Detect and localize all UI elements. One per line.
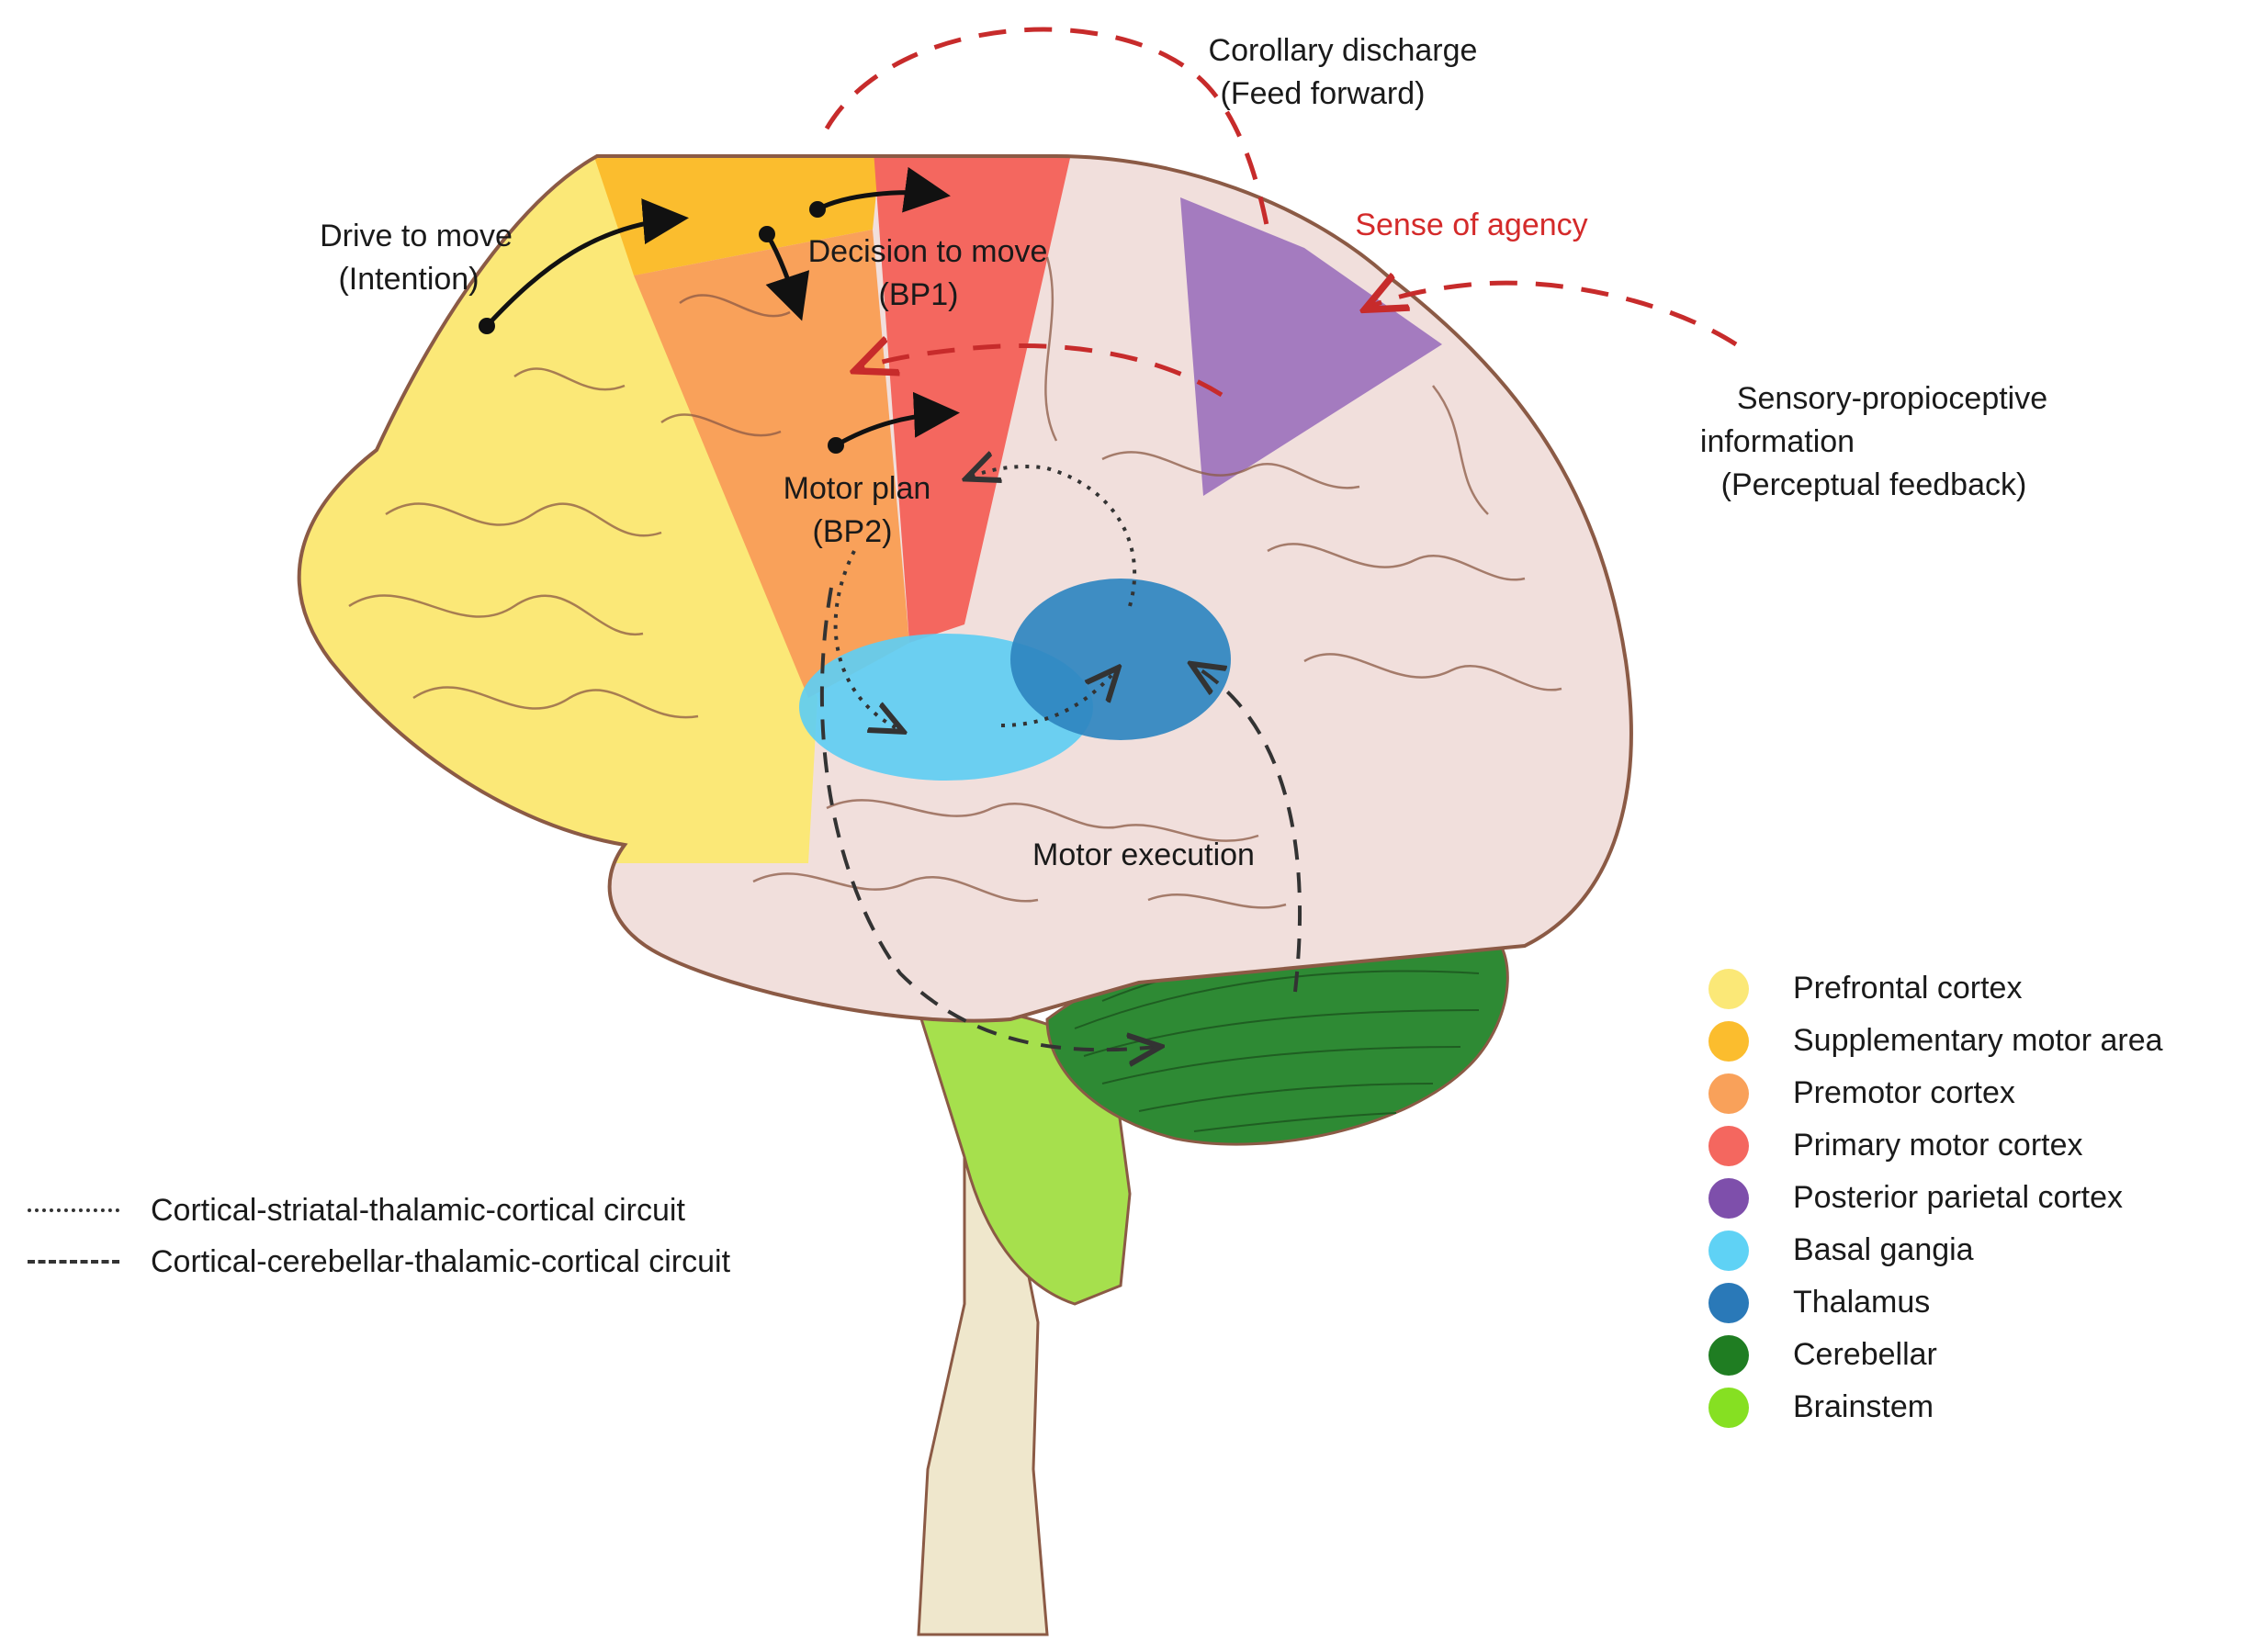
legend-swatch <box>1708 1282 1749 1323</box>
premotor-region <box>634 230 909 698</box>
legend-swatch <box>1708 1334 1749 1376</box>
legend-item: Thalamus <box>1708 1276 2223 1329</box>
legend-label: Cerebellar <box>1793 1337 1937 1372</box>
thalamus-region <box>1010 579 1231 740</box>
legend-item: Premotor cortex <box>1708 1067 2223 1119</box>
legend-item: Primary motor cortex <box>1708 1119 2223 1172</box>
legend-swatch <box>1708 1177 1749 1219</box>
legend-label: Posterior parietal cortex <box>1793 1180 2124 1215</box>
legend-item: Cerebellar <box>1708 1329 2223 1381</box>
sensory-label-line2: information <box>1700 424 1855 459</box>
dashed-circuit-label: Cortical-cerebellar-thalamic-cortical ci… <box>151 1243 731 1279</box>
feed-forward-label: (Feed forward) <box>1221 76 1426 111</box>
legend-swatch <box>1708 1387 1749 1428</box>
sensory-label-line1: Sensory-propioceptive <box>1737 381 2047 416</box>
sense-of-agency-label: Sense of agency <box>1355 208 1587 242</box>
legend-swatch <box>1708 1073 1749 1114</box>
circuit-legend: Cortical-striatal-thalamic-cortical circ… <box>28 1185 730 1287</box>
legend-label: Prefrontal cortex <box>1793 971 2023 1006</box>
bp2-label: (BP2) <box>813 514 893 549</box>
dashed-circuit <box>819 587 1302 1050</box>
motor-execution-label: Motor execution <box>1032 837 1255 872</box>
legend-item: Basal gangia <box>1708 1224 2223 1276</box>
legend-swatch <box>1708 1230 1749 1271</box>
legend-swatch <box>1708 1125 1749 1166</box>
legend-label: Thalamus <box>1793 1285 1931 1320</box>
dotted-line-sample <box>28 1208 119 1212</box>
posterior-parietal-region <box>1180 197 1442 496</box>
legend-swatch <box>1708 1020 1749 1062</box>
legend-label: Primary motor cortex <box>1793 1128 2083 1163</box>
dotted-circuit <box>833 466 1137 730</box>
decision-to-move-label: Decision to move <box>808 234 1048 269</box>
circuit-legend-row-dotted: Cortical-striatal-thalamic-cortical circ… <box>28 1185 730 1236</box>
legend-label: Basal gangia <box>1793 1232 1974 1267</box>
legend-item: Posterior parietal cortex <box>1708 1172 2223 1224</box>
circuit-legend-row-dashed: Cortical-cerebellar-thalamic-cortical ci… <box>28 1236 730 1287</box>
motor-plan-label: Motor plan <box>784 471 931 506</box>
dashed-line-sample <box>28 1260 119 1264</box>
legend-label: Brainstem <box>1793 1389 1934 1424</box>
legend-item: Brainstem <box>1708 1381 2223 1433</box>
corollary-discharge-label: Corollary discharge <box>1209 33 1478 68</box>
drive-to-move-label: Drive to move <box>320 219 513 253</box>
intention-label: (Intention) <box>338 262 479 297</box>
bp1-label: (BP1) <box>879 277 959 312</box>
legend-label: Supplementary motor area <box>1793 1023 2163 1058</box>
legend-item: Supplementary motor area <box>1708 1015 2223 1067</box>
legend-swatch <box>1708 968 1749 1009</box>
legend-item: Prefrontal cortex <box>1708 962 2223 1015</box>
feedback-arrows <box>824 27 1738 398</box>
sensory-label-line3: (Perceptual feedback) <box>1721 467 2027 502</box>
dotted-circuit-label: Cortical-striatal-thalamic-cortical circ… <box>151 1192 685 1228</box>
legend-label: Premotor cortex <box>1793 1075 2015 1110</box>
intention-arrows <box>479 166 960 454</box>
primary-motor-region <box>873 156 1075 643</box>
